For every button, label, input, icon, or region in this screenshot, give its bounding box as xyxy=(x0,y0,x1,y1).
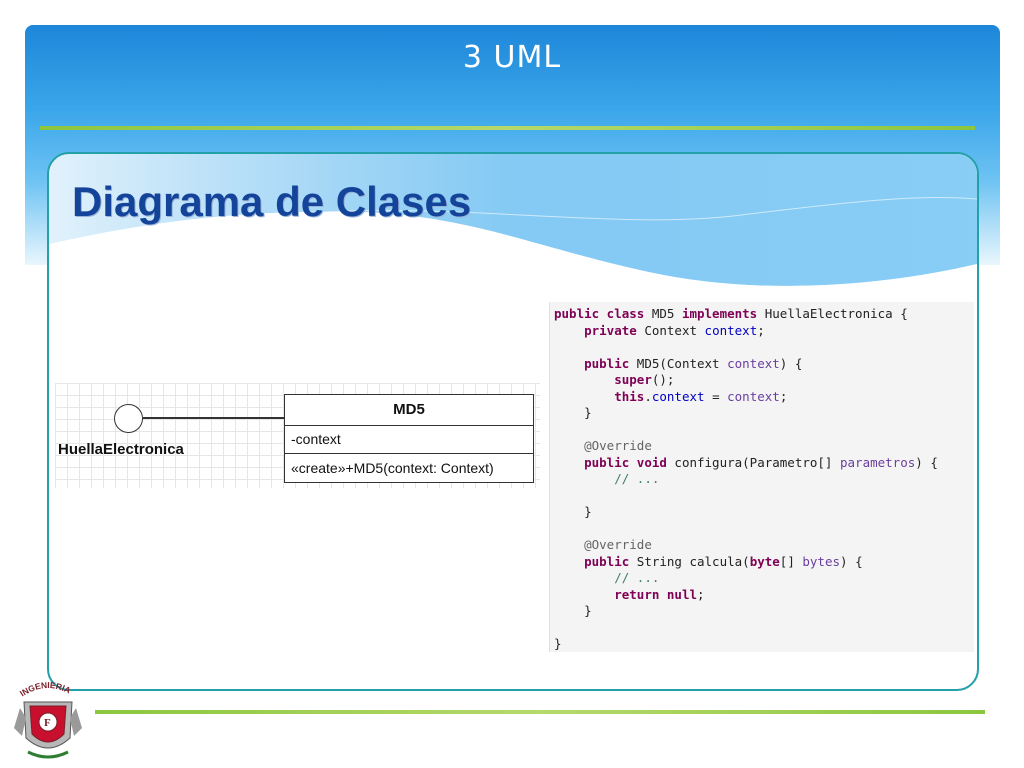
code-line: return null; xyxy=(554,586,705,604)
code-line: } xyxy=(554,405,592,422)
code-token xyxy=(554,323,584,338)
code-token xyxy=(554,356,584,371)
code-token: return null xyxy=(614,586,698,602)
code-token: } xyxy=(554,405,592,420)
code-token: bytes xyxy=(802,553,841,569)
code-token: context xyxy=(704,322,758,338)
code-token xyxy=(554,471,614,486)
decorative-wave xyxy=(49,154,977,288)
code-token xyxy=(554,372,614,387)
code-line: } xyxy=(554,603,592,620)
section-title: Diagrama de Clases xyxy=(72,178,472,225)
code-token: HuellaElectronica { xyxy=(764,306,908,321)
code-token: ) { xyxy=(840,553,863,569)
code-token: = xyxy=(704,388,728,404)
code-token: } xyxy=(554,603,592,618)
code-line: // ... xyxy=(554,570,659,587)
code-token xyxy=(554,389,614,404)
code-panel: public class MD5 implements HuellaElectr… xyxy=(549,302,974,652)
code-token xyxy=(554,537,584,552)
code-token: @Override xyxy=(584,438,652,453)
code-token: context xyxy=(651,388,705,404)
code-line: @Override xyxy=(554,537,652,554)
code-token: private xyxy=(584,322,645,338)
code-token: . xyxy=(644,388,652,404)
class-operation: «create»+MD5(context: Context) xyxy=(291,460,494,476)
code-token: MD5 xyxy=(651,306,682,321)
svg-text:F: F xyxy=(44,717,51,729)
slide-title: 3 UML xyxy=(462,40,562,75)
code-token: public class xyxy=(554,306,652,321)
code-token: public xyxy=(584,355,637,371)
code-token: context xyxy=(727,355,780,371)
code-token: context xyxy=(727,388,780,404)
code-token: (); xyxy=(651,372,675,387)
code-token xyxy=(554,587,614,602)
code-token: Context xyxy=(644,322,705,338)
code-token: ) { xyxy=(779,355,803,371)
code-token: parametros xyxy=(840,454,916,470)
uml-class-box: MD5 -context «create»+MD5(context: Conte… xyxy=(284,394,534,483)
code-line: @Override xyxy=(554,438,652,455)
interface-label: HuellaElectronica xyxy=(58,441,184,458)
realization-connector xyxy=(143,417,284,419)
code-line: public String calcula(byte[] bytes) { xyxy=(554,553,863,571)
code-line: } xyxy=(554,504,592,521)
code-token xyxy=(554,455,584,470)
code-token: @Override xyxy=(584,537,652,552)
code-line: private Context context; xyxy=(554,323,765,340)
interface-lollipop-icon xyxy=(114,404,143,433)
code-token: String calcula( xyxy=(636,553,750,569)
code-token xyxy=(554,438,584,453)
code-token: public xyxy=(584,553,637,569)
code-token: super xyxy=(614,372,652,387)
code-token: [] xyxy=(779,553,803,569)
code-token: public void xyxy=(584,454,675,470)
code-token: ) { xyxy=(915,454,938,470)
code-token: } xyxy=(554,636,562,651)
code-line: this.context = context; xyxy=(554,389,787,406)
class-name: MD5 xyxy=(285,395,533,426)
code-token: ; xyxy=(697,586,705,602)
code-token: configura(Parametro[] xyxy=(674,454,840,470)
code-line: } xyxy=(554,636,562,653)
code-line: public class MD5 implements HuellaElectr… xyxy=(554,306,908,323)
code-token: ; xyxy=(757,322,765,338)
code-token xyxy=(554,554,584,569)
code-line: super(); xyxy=(554,372,674,389)
top-divider xyxy=(40,126,975,130)
logo-text: INGENIERIA xyxy=(18,680,73,699)
code-token: implements xyxy=(681,306,765,321)
unam-engineering-crest-icon: INGENIERIA F xyxy=(14,680,82,759)
code-token: this xyxy=(614,388,645,404)
code-line: public void configura(Parametro[] parame… xyxy=(554,455,938,472)
class-attribute: -context xyxy=(285,426,533,454)
code-token xyxy=(554,570,614,585)
code-token: // ... xyxy=(614,471,660,486)
code-token: } xyxy=(554,504,592,519)
code-token: // ... xyxy=(614,570,660,585)
code-token: MD5(Context xyxy=(636,355,728,371)
code-line: public MD5(Context context) { xyxy=(554,356,802,373)
code-token: ; xyxy=(779,388,788,404)
code-token: byte xyxy=(749,553,780,569)
code-line: // ... xyxy=(554,471,659,488)
bottom-divider xyxy=(95,710,985,714)
